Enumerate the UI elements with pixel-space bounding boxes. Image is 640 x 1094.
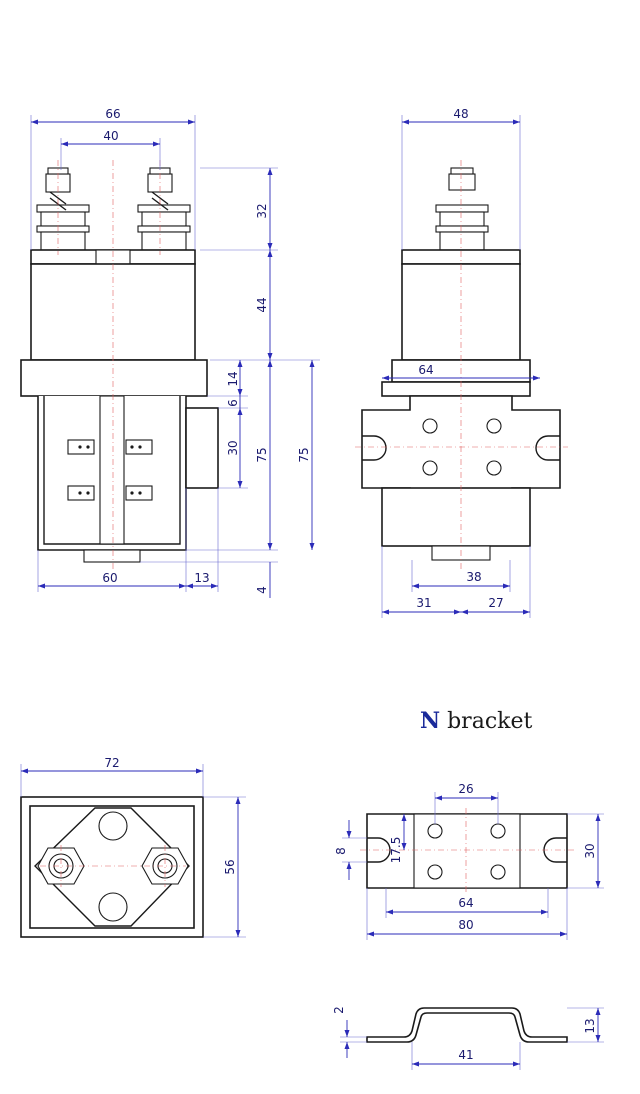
side-box (185, 407, 219, 489)
dim-side-width: 48 (453, 107, 468, 121)
dim-slot-center: 17.5 (389, 837, 403, 864)
dim-left-offset: 31 (416, 596, 431, 610)
mounting-flange (20, 359, 208, 397)
right-terminal (137, 167, 191, 251)
top-view: 72 56 (20, 756, 246, 938)
dim-side-base: 38 (466, 570, 481, 584)
dim-terminal-height: 32 (255, 203, 269, 218)
dim-bracket-thickness: 2 (332, 1006, 346, 1014)
dim-terminal-spacing: 40 (103, 129, 118, 143)
dim-right-offset: 27 (488, 596, 503, 610)
dim-flange: 14 (226, 371, 240, 386)
dim-bracket-height: 30 (583, 843, 597, 858)
left-terminal (36, 167, 90, 251)
dim-foot: 4 (255, 586, 269, 594)
dim-slot: 8 (334, 847, 348, 855)
coil-tabs (67, 439, 153, 501)
dim-top-height: 56 (223, 859, 237, 874)
dim-bracket-bottom: 41 (458, 1048, 473, 1062)
bracket-top-view: 26 8 17.5 30 64 80 (334, 782, 604, 940)
bracket-side-view: 2 13 41 (332, 1006, 604, 1070)
dim-front-width: 66 (105, 107, 120, 121)
bracket-title: N bracket (420, 708, 532, 734)
dim-gap: 6 (226, 399, 240, 407)
dim-body-height: 44 (255, 297, 269, 312)
side-view: 48 64 38 31 27 (355, 107, 568, 618)
front-view: 66 40 32 44 14 6 30 75 75 4 (20, 107, 320, 598)
dim-top-width: 72 (104, 756, 119, 770)
dim-side-box-width: 13 (194, 571, 209, 585)
dim-hole-spacing: 26 (458, 782, 473, 796)
dim-bracket-width-total: 80 (458, 918, 473, 932)
dim-bracket-side-height: 13 (583, 1018, 597, 1033)
dim-bracket-width: 64 (418, 363, 433, 377)
dim-total-lower: 75 (297, 447, 311, 462)
dim-base-width: 60 (102, 571, 117, 585)
dim-hole-span: 64 (458, 896, 473, 910)
dim-side-box: 30 (226, 440, 240, 455)
dim-lower-height: 75 (255, 447, 269, 462)
